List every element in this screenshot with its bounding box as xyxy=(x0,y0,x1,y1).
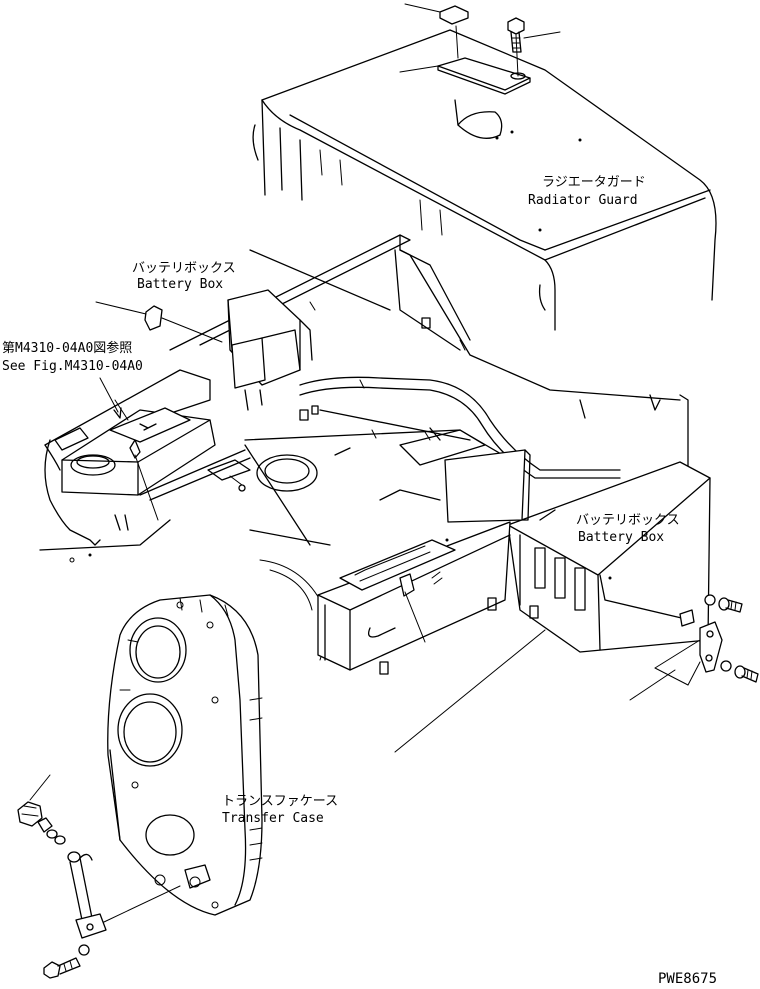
drawing-code: PWE8675 xyxy=(658,971,717,987)
transfer-case-label-en: Transfer Case xyxy=(222,811,324,826)
bolt-washer-upper xyxy=(704,594,743,613)
leader-cover-plate xyxy=(399,65,439,73)
clip-top xyxy=(404,3,469,25)
battery-box-right xyxy=(507,461,711,653)
bolt-top xyxy=(507,17,561,53)
see-fig-label-jp: 第M4310-04A0図参照 xyxy=(2,340,132,356)
breather-pipe xyxy=(67,851,181,939)
radiator-guard-label-en: Radiator Guard xyxy=(528,193,638,208)
side-bracket xyxy=(629,621,723,701)
breather-fitting xyxy=(17,774,66,845)
battery-box-left-label-en: Battery Box xyxy=(137,277,223,292)
clip-battery-left xyxy=(95,301,223,343)
battery-box-right-label-jp: バッテリボックス xyxy=(576,513,680,528)
battery-inner-box xyxy=(317,521,511,675)
leader-see-fig xyxy=(99,377,119,413)
battery-mount-bracket xyxy=(227,289,313,411)
bolt-washer-lower xyxy=(720,660,759,683)
radiator-guard-label-jp: ラジエータガード xyxy=(542,175,646,190)
left-chassis xyxy=(39,369,251,563)
leader-battery-box xyxy=(394,629,546,753)
bolt-bottom xyxy=(43,944,90,979)
battery-cover-panel xyxy=(444,449,531,523)
transfer-case xyxy=(107,594,263,916)
cover-plate xyxy=(437,25,531,95)
battery-box-right-label-en: Battery Box xyxy=(578,530,664,545)
bracket-small xyxy=(679,609,695,627)
transfer-case-label-jp: トランスファケース xyxy=(222,794,338,809)
see-fig-label-en: See Fig.M4310-04A0 xyxy=(2,359,143,374)
radiator-guard xyxy=(252,29,717,331)
leader-arrowhead xyxy=(113,407,122,419)
battery-box-left-label-jp: バッテリボックス xyxy=(132,261,236,276)
